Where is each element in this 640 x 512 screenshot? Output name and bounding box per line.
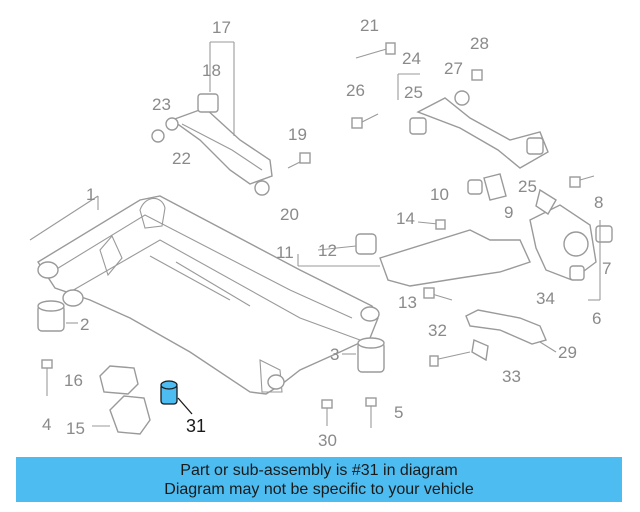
callout-8: 8	[594, 193, 603, 212]
lower-arm-11	[297, 219, 531, 301]
callout-29: 29	[558, 343, 577, 362]
callout-33: 33	[502, 367, 521, 386]
callout-23: 23	[152, 95, 171, 114]
mount-15	[92, 395, 151, 435]
bushing-2	[37, 300, 78, 332]
callout-32: 32	[428, 321, 447, 340]
callout-27: 27	[444, 59, 463, 78]
callout-24: 24	[402, 49, 421, 68]
callout-12: 12	[318, 241, 337, 260]
callout-31: 31	[186, 416, 206, 436]
upper-link-24	[397, 69, 549, 169]
mount-16	[99, 365, 139, 395]
banner-line-2: Diagram may not be specific to your vehi…	[164, 481, 474, 498]
callout-7: 7	[602, 259, 611, 278]
info-banner: Part or sub-assembly is #31 in diagram D…	[16, 457, 622, 502]
callout-15: 15	[66, 419, 85, 438]
bushing-3	[342, 337, 385, 373]
callout-4: 4	[42, 415, 51, 434]
parts-diagram: 1 2 3 4 5 6 7 8 9 10 11 12 13 14 15 16 1…	[29, 16, 613, 450]
bolt-4	[41, 359, 53, 396]
crossmember-subframe	[29, 195, 380, 395]
callout-17: 17	[212, 18, 231, 37]
callout-19: 19	[288, 125, 307, 144]
callout-6: 6	[592, 309, 601, 328]
callout-21: 21	[360, 16, 379, 35]
bolt-21	[355, 42, 396, 59]
callout-2: 2	[80, 315, 89, 334]
callout-18: 18	[202, 61, 221, 80]
bolt-26	[351, 113, 379, 129]
callout-11: 11	[276, 243, 294, 262]
callout-28: 28	[470, 34, 489, 53]
callout-30: 30	[318, 431, 337, 450]
bolt-5	[365, 397, 377, 428]
callout-20: 20	[280, 205, 299, 224]
callout-22: 22	[172, 149, 191, 168]
callout-9: 9	[504, 203, 513, 222]
callout-10: 10	[430, 185, 449, 204]
knuckle	[529, 175, 613, 301]
upper-arm-17	[151, 41, 311, 196]
callout-25a: 25	[404, 83, 423, 102]
callout-34: 34	[536, 289, 555, 308]
lower-link-29	[429, 309, 557, 367]
callout-3: 3	[330, 345, 339, 364]
callout-14: 14	[396, 209, 415, 228]
callout-26: 26	[346, 81, 365, 100]
banner-line-1: Part or sub-assembly is #31 in diagram	[180, 462, 458, 479]
callout-25b: 25	[518, 177, 537, 196]
bolt-30	[321, 399, 333, 426]
highlighted-part-31	[160, 380, 193, 415]
bracket-9	[467, 173, 507, 201]
callout-1: 1	[86, 185, 95, 204]
callout-16: 16	[64, 371, 83, 390]
callout-13: 13	[398, 293, 417, 312]
callout-5: 5	[394, 403, 403, 422]
